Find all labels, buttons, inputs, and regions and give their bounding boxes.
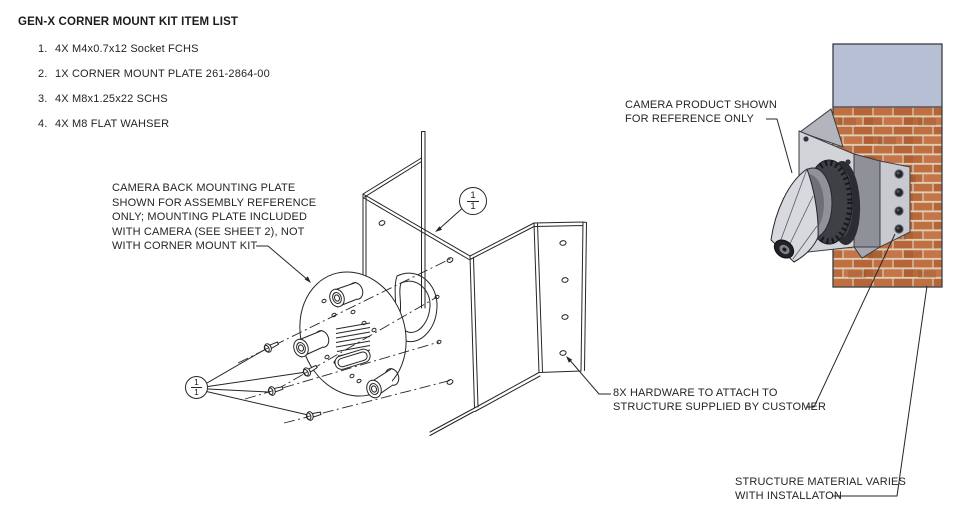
item-list-row: 2. 1X CORNER MOUNT PLATE 261-2864-00 — [38, 68, 270, 80]
capstone-block — [833, 44, 942, 107]
balloon-top-number: 1 — [467, 190, 479, 202]
leader-hardware-right — [806, 233, 896, 408]
screw — [263, 341, 280, 353]
leader-hardware-left — [567, 357, 611, 395]
camera-back-plate — [293, 271, 407, 399]
page-title: GEN-X CORNER MOUNT KIT ITEM LIST — [18, 16, 239, 28]
plate-slot — [334, 348, 371, 370]
item-list-row: 4. 4X M8 FLAT WAHSER — [38, 118, 169, 130]
exploded-corner-plate — [362, 131, 587, 436]
leader-camera-note — [766, 118, 793, 174]
screw — [267, 386, 284, 396]
camera-reference-annotation: CAMERA PRODUCT SHOWN FOR REFERENCE ONLY — [625, 99, 777, 125]
corner-plate-edges — [362, 131, 587, 436]
item-number: 2. — [38, 68, 48, 80]
hardware-annotation: 8X HARDWARE TO ATTACH TO STRUCTURE SUPPL… — [613, 387, 827, 413]
item-text: 1X CORNER MOUNT PLATE 261-2864-00 — [55, 68, 270, 80]
leader-structure-note — [833, 285, 928, 497]
plate-bottom-tip — [853, 246, 882, 259]
screw — [302, 364, 318, 377]
leader-lines — [206, 118, 928, 497]
screw-balloon: 1 1 — [185, 376, 208, 399]
mounting-screws — [263, 341, 322, 421]
flange-bolts — [894, 169, 904, 234]
label-hatch — [335, 322, 371, 357]
structure-annotation: STRUCTURE MATERIAL VARIES WITH INSTALLAT… — [735, 476, 907, 502]
item-text: 4X M8x1.25x22 SCHS — [55, 93, 168, 105]
item-text: 4X M4x0.7x12 Socket FCHS — [55, 43, 199, 55]
camera-cone — [770, 168, 819, 263]
leader-mounting-plate-note — [256, 245, 309, 281]
plate-right-flange — [879, 160, 911, 248]
detail-balloon: 1 1 — [459, 187, 487, 215]
balloon-top-number: 1 — [191, 378, 202, 388]
reference-camera — [770, 159, 861, 263]
standoff — [329, 282, 364, 308]
standoff — [366, 368, 400, 399]
screw — [305, 411, 322, 421]
balloon-bottom-number: 1 — [470, 200, 476, 212]
mounting-plate-annotation: CAMERA BACK MOUNTING PLATE SHOWN FOR ASS… — [112, 182, 317, 252]
item-number: 3. — [38, 93, 48, 105]
item-list-row: 1. 4X M4x0.7x12 Socket FCHS — [38, 43, 199, 55]
leader-screw-balloon — [206, 349, 307, 415]
balloon-bottom-number: 1 — [194, 387, 199, 397]
plate-back-flange — [798, 108, 844, 148]
standoff — [293, 330, 330, 358]
plate-small-holes — [321, 298, 377, 384]
item-list-row: 3. 4X M8x1.25x22 SCHS — [38, 93, 168, 105]
item-text: 4X M8 FLAT WAHSER — [55, 118, 170, 130]
item-number: 4. — [38, 118, 48, 130]
leader-detail-balloon — [437, 208, 462, 231]
item-number: 1. — [38, 43, 48, 55]
